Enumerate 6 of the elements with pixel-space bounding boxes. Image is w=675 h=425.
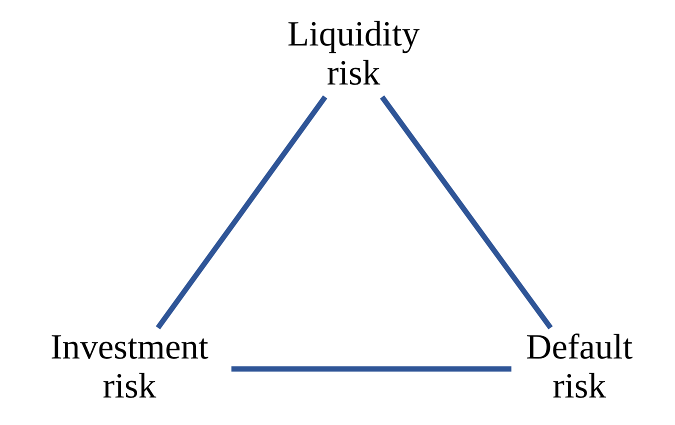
connector bbox=[156, 95, 328, 330]
node-text: Default risk bbox=[526, 326, 633, 406]
connector bbox=[231, 366, 512, 372]
node-text: Investment risk bbox=[50, 326, 208, 406]
connector bbox=[380, 95, 553, 330]
node-text: Liquidity risk bbox=[287, 13, 420, 92]
